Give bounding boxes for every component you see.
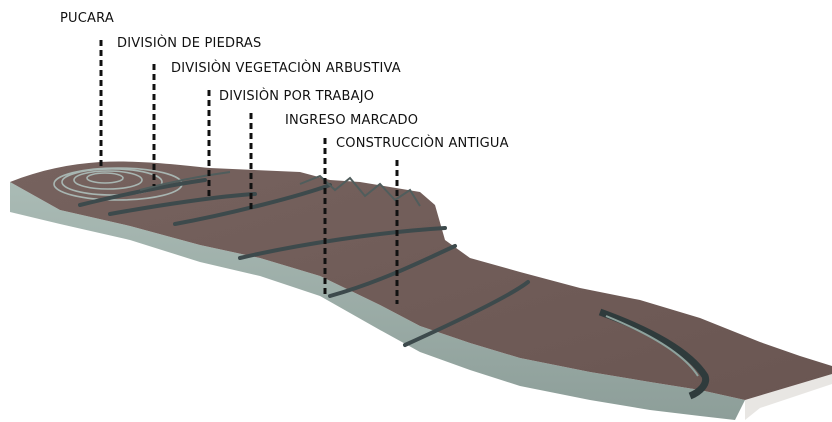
terrain-top-surface	[10, 161, 832, 400]
label-pucara: PUCARA	[60, 11, 114, 26]
label-division-piedras: DIVISIÒN DE PIEDRAS	[117, 35, 261, 51]
terrain-side-face	[10, 182, 745, 420]
label-division-trabajo: DIVISIÒN POR TRABAJO	[219, 88, 374, 104]
ancient-construction-wall-inner	[605, 315, 699, 377]
label-division-vegetacion: DIVISIÒN VEGETACIÒN ARBUSTIVA	[171, 60, 401, 76]
ancient-construction-wall	[598, 308, 710, 400]
label-ingreso-marcado: INGRESO MARCADO	[285, 113, 418, 128]
stone-division-walls	[78, 178, 530, 347]
terrain-side-tip	[745, 374, 832, 420]
label-construccion-antigua: CONSTRUCCIÒN ANTIGUA	[336, 135, 509, 151]
